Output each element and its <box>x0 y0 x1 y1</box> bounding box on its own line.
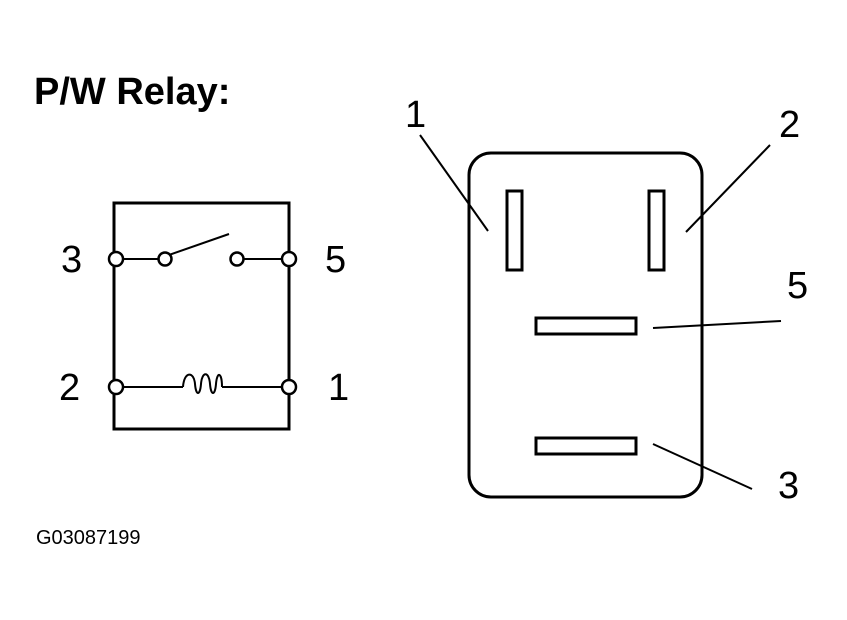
schematic-outline <box>112 201 291 431</box>
connector-slot-5 <box>534 316 638 336</box>
coil-symbol <box>182 373 223 394</box>
switch-contact-arm <box>165 233 230 257</box>
diagram-title: P/W Relay: <box>34 71 230 113</box>
terminal-1 <box>280 378 298 396</box>
connector-body <box>467 151 704 499</box>
schematic-label-3: 3 <box>61 239 82 281</box>
connector-label-2: 2 <box>779 104 800 146</box>
switch-pivot-contact <box>157 251 173 267</box>
leader-line-3 <box>652 443 753 490</box>
connector-label-3: 3 <box>778 465 799 507</box>
connector-slot-1 <box>505 189 524 272</box>
connector-label-1: 1 <box>405 94 426 136</box>
leader-line-2 <box>685 144 771 233</box>
schematic-label-5: 5 <box>325 239 346 281</box>
terminal-5 <box>280 250 298 268</box>
figure-code: G03087199 <box>36 527 141 549</box>
connector-slot-3 <box>534 436 638 456</box>
schematic-label-2: 2 <box>59 367 80 409</box>
terminal-3 <box>107 250 125 268</box>
relay-schematic: 3 5 2 1 <box>59 201 349 431</box>
schematic-label-1: 1 <box>328 367 349 409</box>
relay-connector: 1 2 5 3 <box>405 94 808 507</box>
leader-line-1 <box>419 134 489 232</box>
terminal-2 <box>107 378 125 396</box>
connector-label-5: 5 <box>787 265 808 307</box>
connector-slot-2 <box>647 189 666 272</box>
switch-fixed-contact <box>229 251 245 267</box>
leader-line-5 <box>652 320 782 329</box>
